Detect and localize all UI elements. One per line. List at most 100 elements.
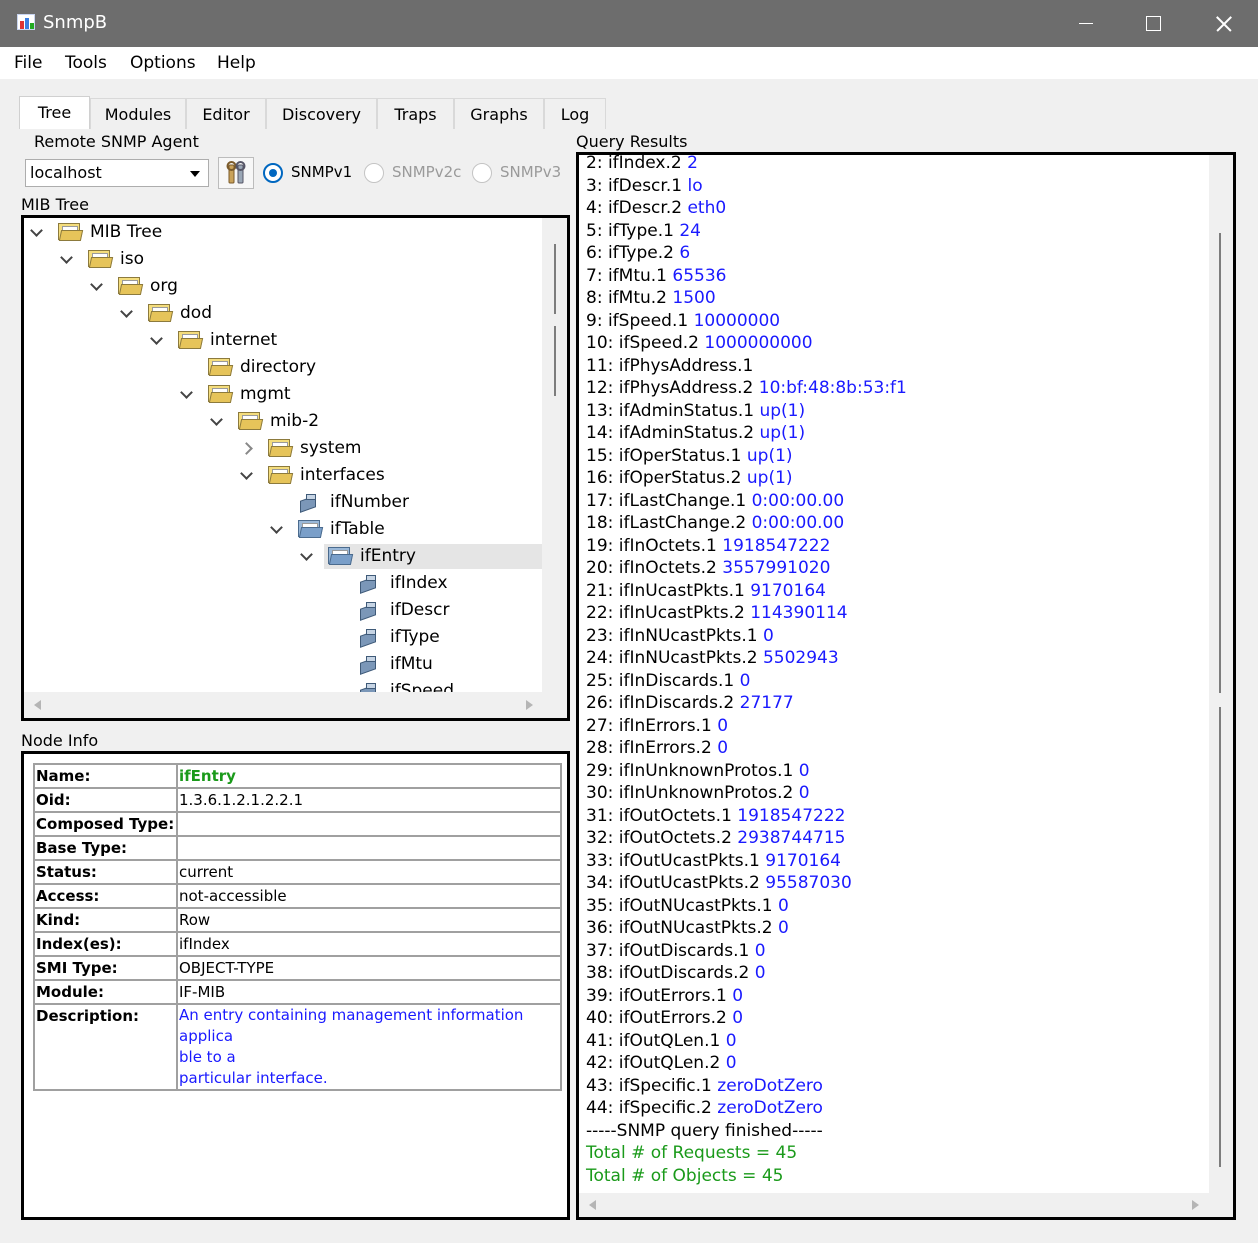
- chevron-down-icon[interactable]: [30, 224, 43, 237]
- app-icon: [17, 14, 35, 30]
- agent-settings-button[interactable]: [218, 157, 254, 189]
- tree-node-iftype[interactable]: ifType: [24, 625, 544, 650]
- folder-icon: [268, 439, 294, 458]
- scroll-left-icon[interactable]: [589, 1200, 596, 1210]
- tab-traps[interactable]: Traps: [377, 98, 454, 129]
- results-horizontal-scrollbar[interactable]: [579, 1193, 1233, 1217]
- tree-node-label: MIB Tree: [90, 222, 163, 242]
- maximize-button[interactable]: [1120, 0, 1186, 47]
- scroll-right-icon[interactable]: [526, 700, 533, 710]
- scroll-right-icon[interactable]: [1192, 1200, 1199, 1210]
- result-line: 33: ifOutUcastPkts.1 9170164: [586, 850, 841, 872]
- chevron-down-icon[interactable]: [270, 521, 283, 534]
- info-key: Index(es):: [33, 931, 178, 957]
- results-vertical-scrollbar[interactable]: [1209, 155, 1233, 1193]
- folder-icon: [268, 466, 294, 485]
- tab-discovery[interactable]: Discovery: [266, 98, 377, 129]
- result-value: 1500: [672, 288, 716, 308]
- result-oid: 39: ifOutErrors.1: [586, 985, 727, 1006]
- info-row: Description:An entry containing manageme…: [33, 1003, 562, 1091]
- tree-node-label: ifIndex: [390, 573, 448, 593]
- chevron-down-icon[interactable]: [150, 332, 163, 345]
- scroll-left-icon[interactable]: [34, 700, 41, 710]
- result-line: 32: ifOutOctets.2 2938744715: [586, 827, 845, 849]
- mib-tree-label: MIB Tree: [21, 195, 89, 214]
- menu-tools[interactable]: Tools: [65, 53, 107, 73]
- tree-node-label: ifDescr: [390, 600, 450, 620]
- tree-node-iftable[interactable]: ifTable: [24, 517, 544, 542]
- result-line: 17: ifLastChange.1 0:00:00.00: [586, 490, 844, 512]
- result-value: 0: [739, 670, 751, 691]
- tools-icon: [226, 161, 246, 184]
- result-oid: 7: ifMtu.1: [586, 265, 667, 286]
- chevron-down-icon[interactable]: [90, 278, 103, 291]
- tree-node-directory[interactable]: directory: [24, 355, 544, 380]
- info-value: not-accessible: [176, 883, 562, 909]
- tree-node-internet[interactable]: internet: [24, 328, 544, 353]
- tree-node-ifindex[interactable]: ifIndex: [24, 571, 544, 596]
- tree-horizontal-scrollbar[interactable]: [24, 692, 567, 718]
- tree-node-ifentry[interactable]: ifEntry: [300, 544, 544, 569]
- tree-node-label: dod: [180, 303, 212, 323]
- result-value: 0:00:00.00: [751, 513, 845, 533]
- menu-bar: File Tools Options Help: [0, 47, 1258, 79]
- folder-icon: [178, 331, 204, 350]
- result-line: 34: ifOutUcastPkts.2 95587030: [586, 872, 852, 894]
- snmpv2c-label: SNMPv2c: [392, 163, 462, 181]
- tree-node-dod[interactable]: dod: [24, 301, 544, 326]
- tree-node-ifnumber[interactable]: ifNumber: [24, 490, 544, 515]
- result-value: 3557991020: [722, 558, 831, 578]
- chevron-down-icon[interactable]: [210, 413, 223, 426]
- tree-node-mib-2[interactable]: mib-2: [24, 409, 544, 434]
- chevron-down-icon[interactable]: [120, 305, 133, 318]
- tree-node-ifmtu[interactable]: ifMtu: [24, 652, 544, 677]
- node-info-label: Node Info: [21, 731, 99, 750]
- results-scroll-thumb-lower: [1219, 707, 1221, 1167]
- chevron-down-icon[interactable]: [240, 467, 253, 480]
- result-value: up(1): [759, 400, 806, 421]
- tree-node-org[interactable]: org: [24, 274, 544, 299]
- tree-node-ifdescr[interactable]: ifDescr: [24, 598, 544, 623]
- tab-modules[interactable]: Modules: [90, 98, 186, 129]
- tree-scroll-thumb[interactable]: [554, 244, 556, 314]
- description-line: An entry containing management informati…: [179, 1006, 524, 1045]
- result-oid: 44: ifSpecific.2: [586, 1098, 712, 1118]
- result-line: 6: ifType.2 6: [586, 242, 690, 264]
- chevron-down-icon[interactable]: [60, 251, 73, 264]
- chevron-right-icon[interactable]: [240, 442, 253, 455]
- snmpv2c-radio[interactable]: [364, 163, 384, 183]
- result-line: 24: ifInNUcastPkts.2 5502943: [586, 647, 839, 669]
- result-oid: 11: ifPhysAddress.1: [586, 355, 754, 376]
- chevron-down-icon[interactable]: [300, 548, 313, 561]
- result-value: 10000000: [693, 310, 781, 331]
- tree-node-iso[interactable]: iso: [24, 247, 544, 272]
- menu-file[interactable]: File: [14, 53, 43, 73]
- minimize-button[interactable]: [1053, 0, 1119, 47]
- agent-host-combo[interactable]: localhost: [25, 159, 209, 187]
- close-button[interactable]: [1190, 0, 1256, 47]
- tree-node-mib tree[interactable]: MIB Tree: [24, 220, 544, 245]
- tree-node-interfaces[interactable]: interfaces: [24, 463, 544, 488]
- chevron-down-icon[interactable]: [180, 386, 193, 399]
- tree-node-mgmt[interactable]: mgmt: [24, 382, 544, 407]
- result-value: 0: [777, 895, 789, 916]
- tab-editor[interactable]: Editor: [186, 98, 266, 129]
- menu-help[interactable]: Help: [217, 53, 256, 73]
- tab-log[interactable]: Log: [544, 98, 606, 129]
- tab-tree[interactable]: Tree: [19, 96, 90, 129]
- result-value: 1918547222: [737, 805, 846, 826]
- info-row: Kind:Row: [33, 907, 562, 933]
- snmpv1-radio[interactable]: [263, 163, 283, 183]
- result-value: 0: [725, 1053, 737, 1073]
- tree-vertical-scrollbar[interactable]: [542, 218, 567, 692]
- menu-options[interactable]: Options: [130, 53, 196, 73]
- tab-graphs[interactable]: Graphs: [454, 98, 544, 129]
- results-scroll-thumb[interactable]: [1219, 233, 1221, 693]
- tree-node-system[interactable]: system: [24, 436, 544, 461]
- snmpv3-radio[interactable]: [472, 163, 492, 183]
- result-line: 25: ifInDiscards.1 0: [586, 670, 751, 692]
- result-value: zeroDotZero: [717, 1098, 823, 1118]
- info-row: Access:not-accessible: [33, 883, 562, 909]
